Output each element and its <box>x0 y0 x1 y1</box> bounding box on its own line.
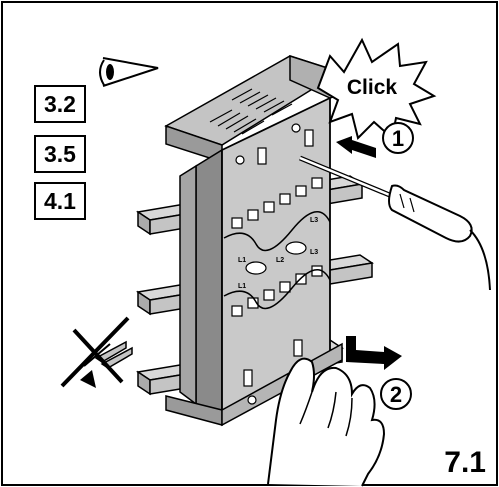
slot-label: L2 <box>276 257 284 264</box>
reference-box-3-2: 3.2 <box>34 85 86 123</box>
arrow-step-2 <box>346 336 402 370</box>
hand <box>267 357 386 487</box>
step-number: 2 <box>390 382 402 407</box>
step-1-marker: 1 <box>382 122 414 154</box>
reference-label: 4.1 <box>44 188 76 214</box>
screwdriver <box>299 155 491 291</box>
arrow-step-1 <box>336 136 376 158</box>
prohibited-tilt-icon <box>60 316 133 388</box>
click-burst: Click <box>316 37 437 140</box>
reference-label: 3.5 <box>44 141 76 167</box>
oval-contact <box>245 261 267 275</box>
click-text: Click <box>347 76 398 99</box>
wave-line <box>223 269 331 310</box>
figure-number: 7.1 <box>444 446 486 479</box>
slot-label: L1 <box>238 283 246 290</box>
step-number: 1 <box>392 126 404 151</box>
oval-contact <box>285 241 307 255</box>
reference-box-3-5: 3.5 <box>34 135 86 173</box>
reference-label: 3.2 <box>44 91 76 117</box>
slot-label: L1 <box>238 257 246 264</box>
slot-label: L3 <box>310 217 318 224</box>
step-2-marker: 2 <box>380 378 412 410</box>
slot-label: L3 <box>310 249 318 256</box>
eye-icon <box>99 57 159 87</box>
reference-box-4-1: 4.1 <box>34 182 86 220</box>
wave-line <box>223 211 331 252</box>
